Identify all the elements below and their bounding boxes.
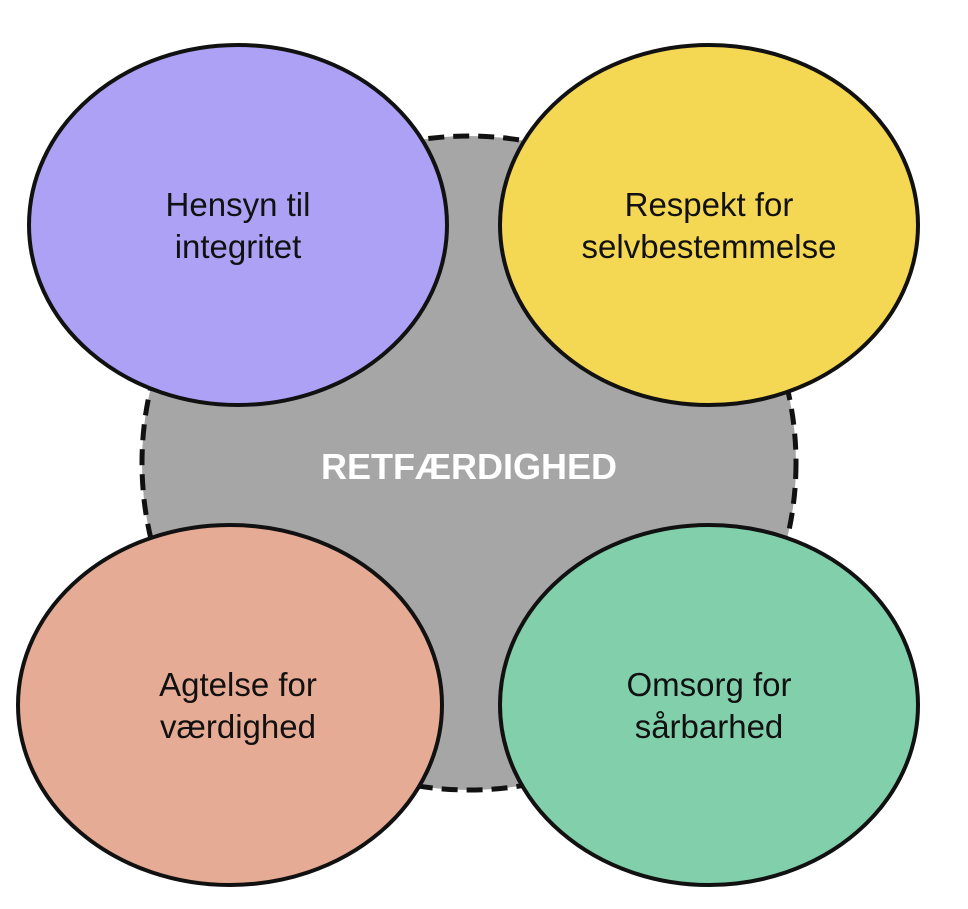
- autonomy-ellipse: [498, 43, 920, 407]
- autonomy-label-line-2: selvbestemmelse: [582, 228, 837, 265]
- dignity-ellipse: [16, 523, 444, 887]
- dignity-label-line-1: Agtelse for: [159, 666, 317, 703]
- integrity-label-line-2: integritet: [175, 228, 302, 265]
- vulnerability-label-line-2: sårbarhed: [635, 708, 784, 745]
- integrity-label-line-1: Hensyn til: [166, 186, 311, 223]
- center-label: RETFÆRDIGHED: [321, 446, 617, 487]
- vulnerability-ellipse: [498, 523, 920, 887]
- autonomy-label-line-1: Respekt for: [625, 186, 794, 223]
- integrity-ellipse: [27, 43, 449, 407]
- vulnerability-label-line-1: Omsorg for: [626, 666, 791, 703]
- dignity-label-line-2: værdighed: [160, 708, 316, 745]
